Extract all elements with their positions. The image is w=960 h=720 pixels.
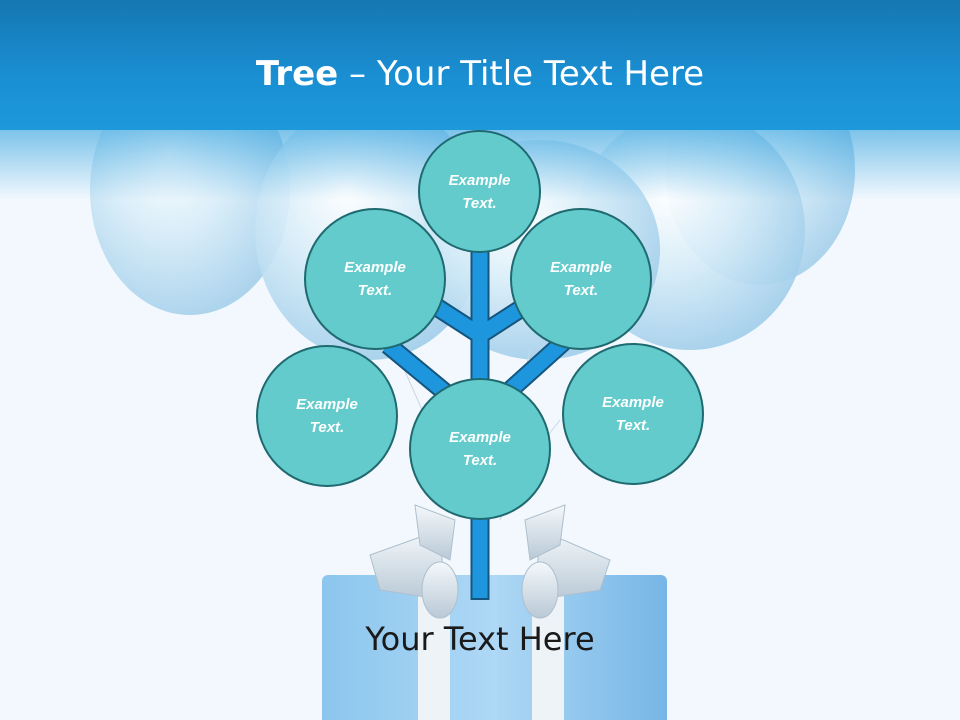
- title-bold: Tree: [255, 54, 339, 94]
- node-text: Example Text.: [344, 259, 406, 299]
- node-text: Example Text.: [449, 429, 511, 469]
- branch-upper-left: [427, 297, 485, 342]
- node-text: Example Text.: [448, 171, 511, 212]
- footer-text: Your Text Here: [365, 620, 595, 658]
- node-top[interactable]: Example Text.: [418, 130, 541, 253]
- node-lower-right[interactable]: Example Text.: [562, 343, 704, 485]
- node-lower-left[interactable]: Example Text.: [256, 345, 398, 487]
- slide-title: Tree – Your Title Text Here: [0, 52, 960, 96]
- title-rest: – Your Title Text Here: [338, 54, 705, 94]
- node-text: Example Text.: [550, 259, 612, 299]
- node-upper-left[interactable]: Example Text.: [304, 208, 446, 350]
- node-upper-right[interactable]: Example Text.: [510, 208, 652, 350]
- header-band: [0, 0, 960, 130]
- node-center[interactable]: Example Text.: [409, 378, 551, 520]
- gift-bow: [369, 504, 611, 619]
- gift-box: [322, 575, 667, 720]
- node-text: Example Text.: [296, 396, 358, 436]
- node-text: Example Text.: [602, 394, 664, 434]
- branch-lower-right: [502, 332, 574, 398]
